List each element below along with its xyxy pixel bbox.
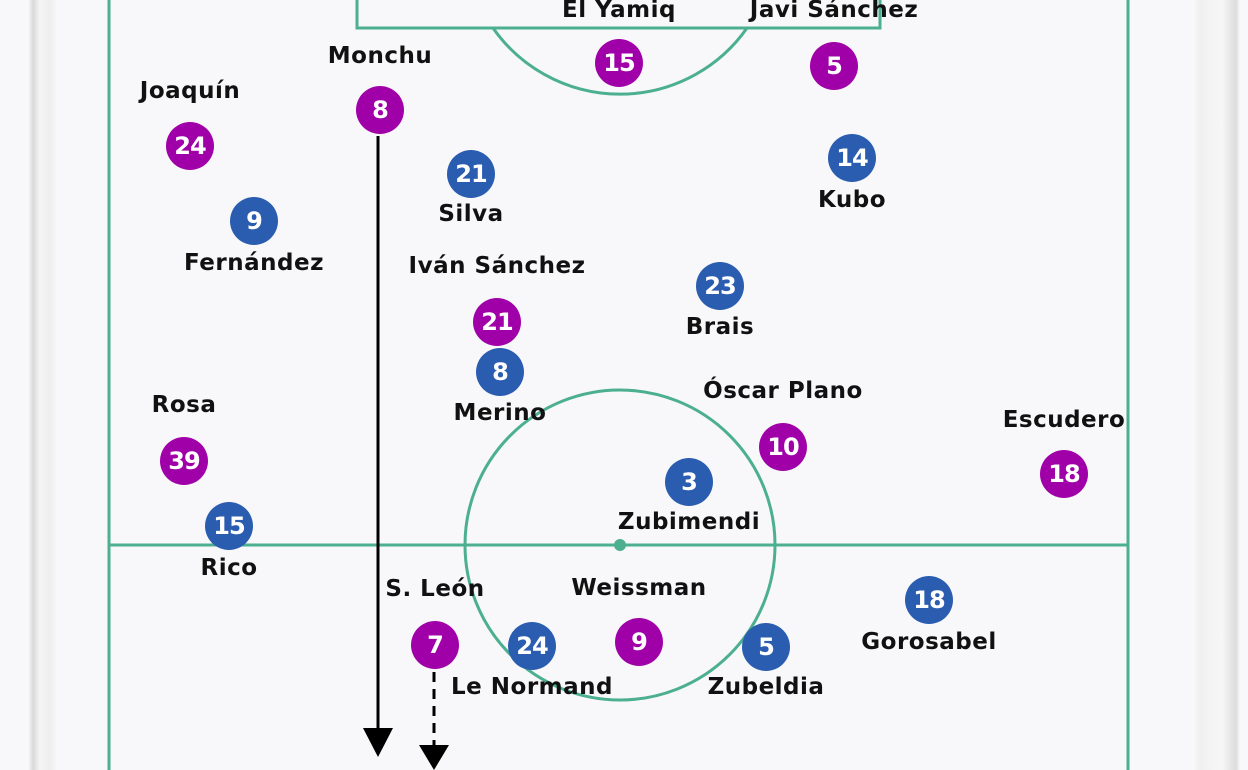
player-name: Le Normand — [451, 674, 613, 700]
player-name: Rico — [200, 555, 258, 581]
player-number-badge: 10 — [759, 423, 807, 471]
player-name: Rosa — [151, 392, 217, 418]
player-name: Escudero — [1002, 407, 1126, 433]
player-number-badge: 15 — [595, 39, 643, 87]
player-number-badge: 24 — [166, 122, 214, 170]
centre-spot — [614, 539, 626, 551]
player-name: Gorosabel — [861, 629, 997, 655]
player-name: Javi Sánchez — [749, 0, 919, 23]
player-name: Óscar Plano — [703, 378, 863, 404]
player-number-badge: 5 — [742, 623, 790, 671]
player-number-badge: 9 — [230, 197, 278, 245]
player-number-badge: 15 — [205, 502, 253, 550]
player-name: Zubeldia — [707, 674, 825, 700]
player-name: Fernández — [184, 250, 324, 276]
player-number-badge: 7 — [411, 621, 459, 669]
player-name: Merino — [453, 400, 547, 426]
penalty-box — [355, 0, 882, 30]
player-number-badge: 23 — [696, 262, 744, 310]
player-number-badge: 18 — [1040, 450, 1088, 498]
penalty-arc — [491, 27, 749, 96]
player-name: Zubimendi — [617, 509, 761, 535]
player-number-badge: 9 — [615, 618, 663, 666]
player-name: Brais — [685, 314, 755, 340]
left-frame-edge — [28, 0, 58, 770]
player-number-badge: 5 — [810, 42, 858, 90]
arrowhead-icon — [419, 745, 449, 770]
player-name: Iván Sánchez — [408, 253, 586, 279]
player-number-badge: 39 — [160, 437, 208, 485]
player-name: Monchu — [327, 43, 433, 69]
player-name: Weissman — [571, 575, 707, 601]
right-frame-edge — [1192, 0, 1240, 770]
player-name: Kubo — [817, 187, 887, 213]
player-number-badge: 21 — [473, 298, 521, 346]
player-name: Silva — [438, 201, 504, 227]
player-number-badge: 18 — [905, 576, 953, 624]
player-number-badge: 8 — [356, 86, 404, 134]
player-number-badge: 24 — [508, 622, 556, 670]
player-number-badge: 3 — [665, 458, 713, 506]
player-name: El Yamiq — [562, 0, 676, 23]
player-name: S. León — [385, 576, 485, 602]
centre-circle — [463, 388, 777, 702]
player-number-badge: 8 — [476, 348, 524, 396]
player-number-badge: 21 — [447, 150, 495, 198]
arrowhead-icon — [363, 728, 393, 757]
player-number-badge: 14 — [828, 134, 876, 182]
player-name: Joaquín — [139, 78, 241, 104]
